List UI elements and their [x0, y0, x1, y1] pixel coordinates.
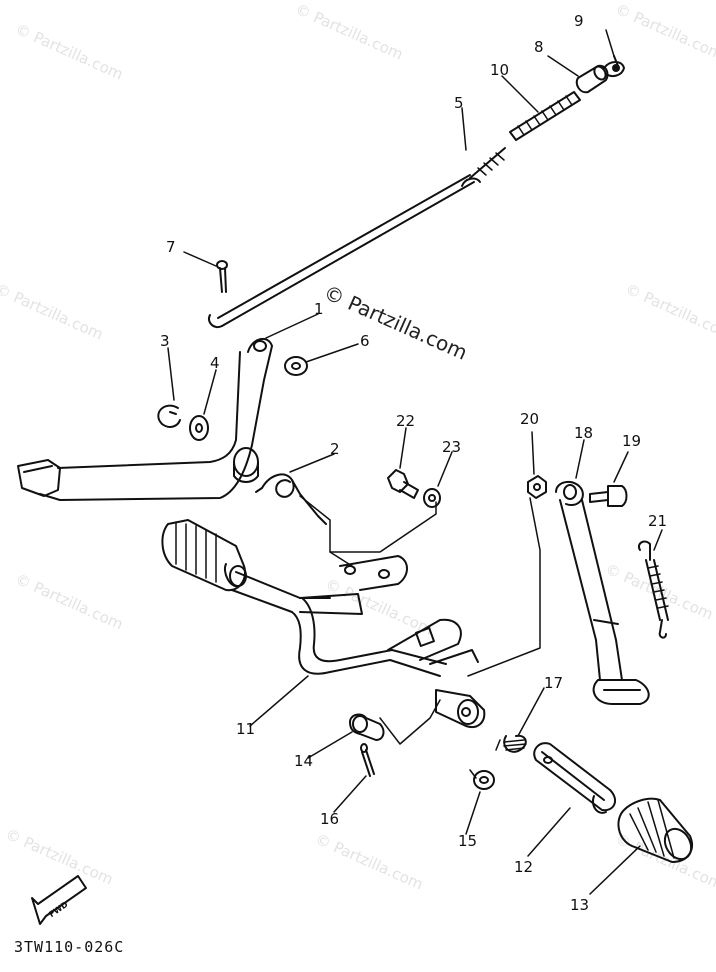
callout-9[interactable]: 9 — [574, 12, 584, 30]
callout-10[interactable]: 10 — [490, 61, 510, 79]
callout-17[interactable]: 17 — [544, 674, 564, 692]
washer-4 — [189, 415, 209, 441]
footrest-rubber-left — [161, 519, 247, 592]
callout-8[interactable]: 8 — [534, 38, 544, 56]
footrest-rubber-right — [617, 797, 693, 863]
brake-pedal — [17, 337, 273, 501]
washer-23 — [423, 488, 441, 508]
return-spring — [255, 473, 327, 525]
brake-rod — [217, 147, 506, 327]
callout-16[interactable]: 16 — [320, 810, 340, 828]
callout-4[interactable]: 4 — [210, 354, 220, 372]
circlip-3 — [157, 404, 181, 428]
callout-5[interactable]: 5 — [454, 94, 464, 112]
spring-17 — [503, 734, 527, 753]
callout-3[interactable]: 3 — [160, 332, 170, 350]
bolt-22 — [387, 469, 419, 499]
callout-22[interactable]: 22 — [396, 412, 416, 430]
callout-21[interactable]: 21 — [648, 512, 668, 530]
adjust-nut — [575, 64, 609, 94]
callout-14[interactable]: 14 — [294, 752, 314, 770]
callout-20[interactable]: 20 — [520, 410, 540, 428]
drawing-code: 3TW110-026C — [14, 938, 125, 956]
callout-19[interactable]: 19 — [622, 432, 642, 450]
callout-23[interactable]: 23 — [442, 438, 462, 456]
callout-11[interactable]: 11 — [236, 720, 256, 738]
cotter-pin-16 — [360, 743, 375, 777]
washer-15 — [473, 770, 495, 790]
stand-spring — [638, 540, 669, 639]
callout-15[interactable]: 15 — [458, 832, 478, 850]
pin — [603, 55, 625, 77]
footrest-shaft — [533, 742, 617, 814]
side-stand — [555, 481, 650, 705]
nut-20 — [527, 475, 547, 499]
footrest-bar — [231, 555, 486, 728]
rod-spring — [509, 91, 581, 141]
fwd-arrow — [31, 875, 87, 925]
callout-2[interactable]: 2 — [330, 440, 340, 458]
stand-bolt — [589, 485, 628, 507]
callout-13[interactable]: 13 — [570, 896, 590, 914]
callout-7[interactable]: 7 — [166, 238, 176, 256]
washer-6 — [284, 356, 308, 376]
callout-6[interactable]: 6 — [360, 332, 370, 350]
callout-12[interactable]: 12 — [514, 858, 534, 876]
callout-1[interactable]: 1 — [314, 300, 324, 318]
pivot-bolt — [349, 713, 385, 741]
cotter-pin — [216, 260, 228, 293]
callout-18[interactable]: 18 — [574, 424, 594, 442]
